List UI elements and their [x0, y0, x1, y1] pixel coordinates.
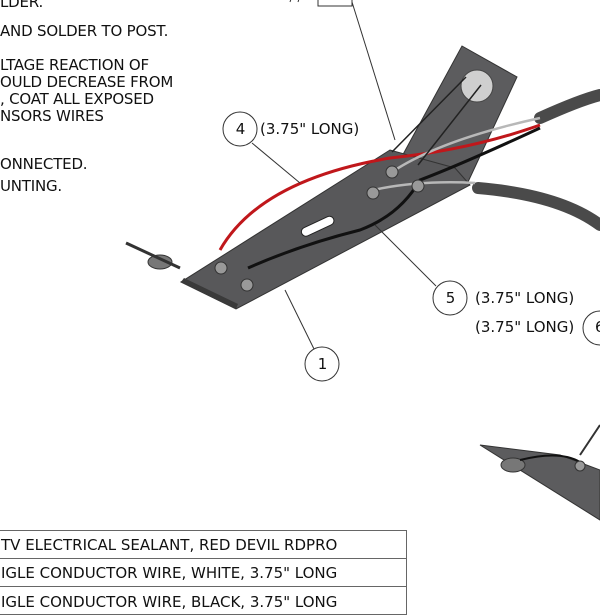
note-line: UNTING. — [0, 177, 62, 195]
note-line: LTAGE REACTION OF — [0, 56, 149, 74]
table-row: TV ELECTRICAL SEALANT, RED DEVIL RDPRO — [0, 530, 407, 559]
callout-6-number: 6 — [595, 318, 600, 336]
white-wire — [391, 116, 541, 174]
sensor-disc — [460, 69, 494, 103]
note-line: , COAT ALL EXPOSED — [0, 90, 154, 108]
note-line: ONNECTED. — [0, 155, 88, 173]
callout-6-circle — [582, 310, 600, 346]
slot — [300, 215, 335, 237]
leader-line — [351, 1, 396, 141]
posts — [214, 165, 425, 292]
callout-5-text: (3.75" LONG) — [475, 289, 575, 307]
assembly-drawing — [125, 0, 600, 521]
callout-4-number: 4 — [235, 120, 246, 138]
left-sensor — [147, 254, 173, 270]
cable-lower — [472, 182, 600, 231]
callout-5-circle — [432, 280, 468, 316]
bill-of-materials: TV ELECTRICAL SEALANT, RED DEVIL RDPRO I… — [0, 530, 407, 615]
callout-5-number: 5 — [445, 289, 456, 307]
red-wire — [218, 123, 541, 251]
note-line: AND SOLDER TO POST. — [0, 22, 169, 40]
callout-1-number: 1 — [317, 355, 328, 373]
callout-4-text: (3.75" LONG) — [260, 120, 360, 138]
bom-description: TV ELECTRICAL SEALANT, RED DEVIL RDPRO — [0, 530, 407, 559]
callout-1-circle — [304, 346, 340, 382]
note-line: NSORS WIRES — [0, 107, 104, 125]
mounting-plate — [179, 149, 471, 310]
callout-4-circle — [222, 111, 258, 147]
bom-description: IGLE CONDUCTOR WIRE, WHITE, 3.75" LONG — [0, 558, 407, 587]
bom-description: IGLE CONDUCTOR WIRE, BLACK, 3.75" LONG — [0, 586, 407, 615]
note-line: LDER. — [0, 0, 44, 11]
callout-6-text: (3.75" LONG) — [475, 318, 575, 336]
table-row: IGLE CONDUCTOR WIRE, BLACK, 3.75" LONG — [0, 586, 407, 615]
table-row: IGLE CONDUCTOR WIRE, WHITE, 3.75" LONG — [0, 558, 407, 587]
black-wire — [247, 126, 541, 270]
note-line: OULD DECREASE FROM — [0, 73, 174, 91]
callout-box — [317, 0, 353, 7]
cable-upper — [534, 89, 600, 124]
